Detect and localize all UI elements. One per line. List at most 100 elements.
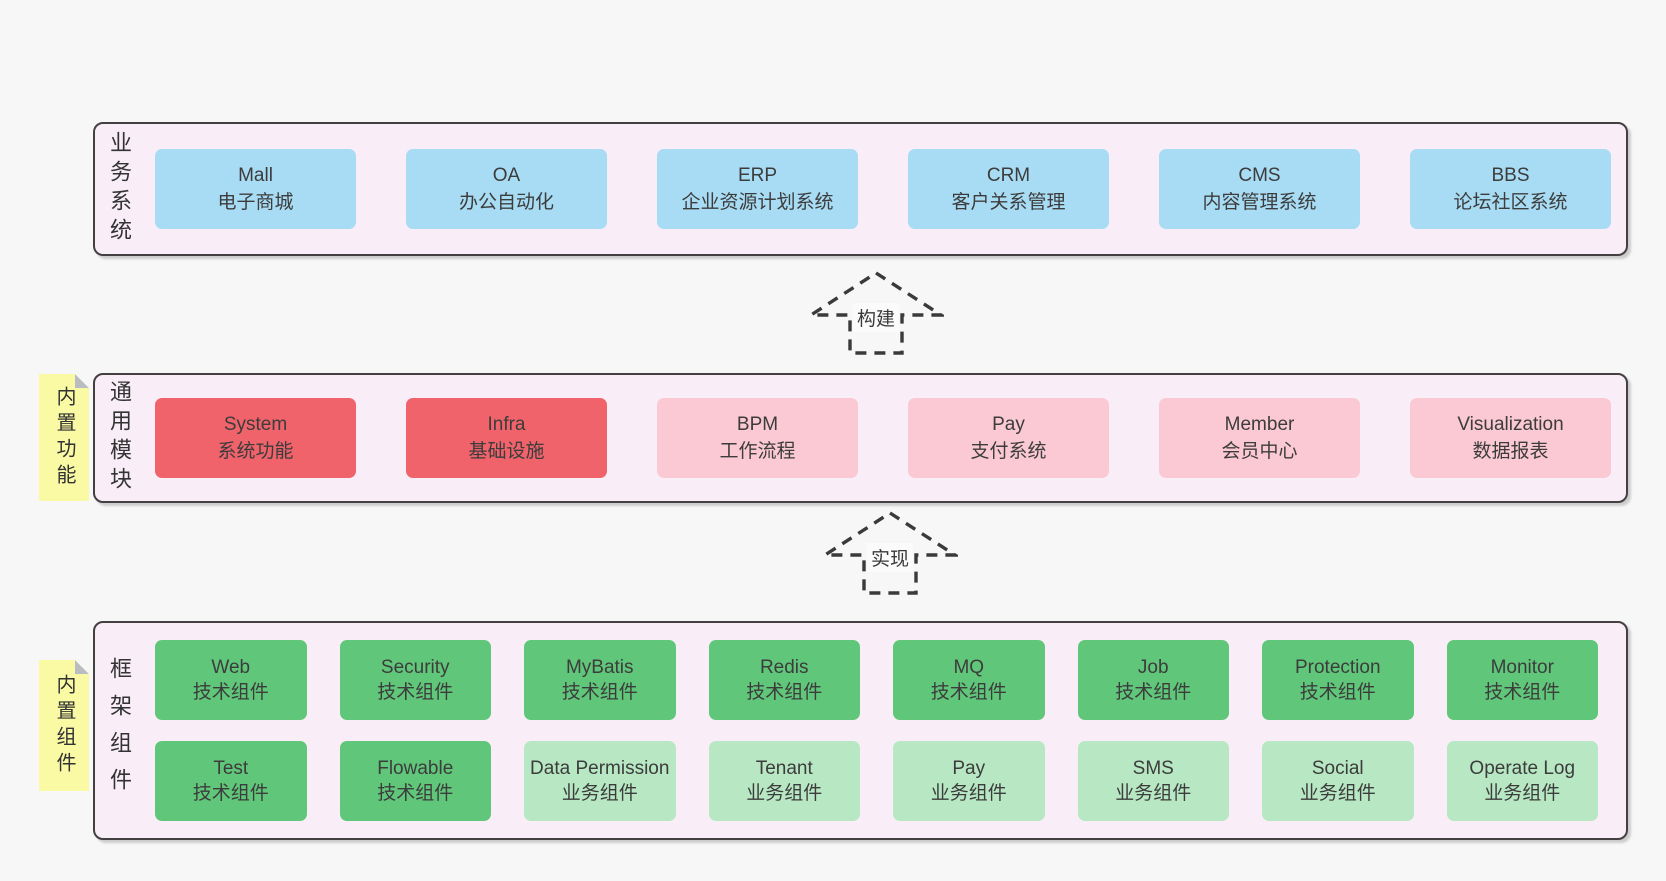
node-subtitle: 会员中心: [1221, 441, 1298, 462]
node-subtitle: 业务组件: [561, 783, 638, 804]
dashed-up-arrow-icon: [822, 510, 958, 595]
node-subtitle: 技术组件: [1115, 682, 1192, 703]
panel-components-label: 框架组件: [107, 656, 132, 805]
node-title: Mall: [238, 165, 273, 186]
node-sms: SMS 业务组件: [1077, 741, 1229, 821]
node-title: MyBatis: [565, 657, 634, 678]
node-subtitle: 办公自动化: [458, 192, 554, 213]
node-security: Security 技术组件: [339, 640, 491, 720]
node-title: Social: [1311, 758, 1364, 779]
node-pay: Pay 支付系统: [908, 398, 1109, 478]
folded-corner-icon: [75, 374, 89, 388]
node-visualization: Visualization 数据报表: [1410, 398, 1611, 478]
node-cms: CMS 内容管理系统: [1159, 149, 1360, 229]
node-title: System: [223, 414, 288, 435]
node-title: CRM: [986, 165, 1031, 186]
node-title: Pay: [952, 758, 986, 779]
node-subtitle: 技术组件: [930, 682, 1007, 703]
arrow-build-label: 构建: [852, 303, 900, 332]
panel-business-systems: 业务系统 Mall 电子商城 OA 办公自动化 ERP 企业资源计划系统 CRM…: [93, 122, 1628, 256]
node-crm: CRM 客户关系管理: [908, 149, 1109, 229]
node-subtitle: 基础设施: [468, 441, 545, 462]
node-operate-log: Operate Log 业务组件: [1446, 741, 1598, 821]
node-subtitle: 支付系统: [970, 441, 1047, 462]
node-oa: OA 办公自动化: [406, 149, 607, 229]
node-subtitle: 内容管理系统: [1202, 192, 1317, 213]
node-pay-biz: Pay 业务组件: [893, 741, 1045, 821]
components-grid: Web 技术组件 Security 技术组件 MyBatis 技术组件 Redi…: [155, 640, 1598, 821]
node-title: Test: [213, 758, 249, 779]
node-title: Protection: [1294, 657, 1381, 678]
node-subtitle: 业务组件: [746, 783, 823, 804]
arrow-implement-label: 实现: [866, 543, 914, 572]
panel-business-label: 业务系统: [107, 131, 132, 247]
node-mybatis: MyBatis 技术组件: [524, 640, 676, 720]
arrow-implement: 实现: [822, 510, 958, 596]
node-social: Social 业务组件: [1262, 741, 1414, 821]
node-title: Pay: [992, 414, 1025, 435]
node-subtitle: 技术组件: [1484, 682, 1561, 703]
node-title: Visualization: [1457, 414, 1564, 435]
node-system: System 系统功能: [155, 398, 356, 478]
node-bpm: BPM 工作流程: [657, 398, 858, 478]
node-title: Monitor: [1490, 657, 1554, 678]
node-title: Tenant: [755, 758, 813, 779]
node-subtitle: 工作流程: [719, 441, 796, 462]
node-title: Job: [1137, 657, 1169, 678]
node-subtitle: 技术组件: [377, 783, 454, 804]
sticky-note-text: 内置功能: [53, 385, 75, 490]
node-subtitle: 业务组件: [930, 783, 1007, 804]
sticky-note-built-in-functions: 内置功能: [39, 374, 89, 501]
components-row-2: Test 技术组件 Flowable 技术组件 Data Permission …: [155, 741, 1598, 821]
node-title: Member: [1224, 414, 1295, 435]
node-tenant: Tenant 业务组件: [708, 741, 860, 821]
business-box-row: Mall 电子商城 OA 办公自动化 ERP 企业资源计划系统 CRM 客户关系…: [155, 149, 1611, 229]
node-subtitle: 技术组件: [377, 682, 454, 703]
node-subtitle: 技术组件: [192, 682, 269, 703]
node-title: Operate Log: [1469, 758, 1576, 779]
node-title: BBS: [1491, 165, 1530, 186]
sticky-note-built-in-components: 内置组件: [39, 660, 89, 791]
panel-framework-components: 框架组件 Web 技术组件 Security 技术组件 MyBatis 技术组件…: [93, 621, 1628, 840]
node-data-permission: Data Permission 业务组件: [524, 741, 676, 821]
node-flowable: Flowable 技术组件: [339, 741, 491, 821]
node-title: Redis: [759, 657, 809, 678]
node-title: MQ: [953, 657, 985, 678]
node-subtitle: 企业资源计划系统: [681, 192, 834, 213]
node-title: Infra: [487, 414, 526, 435]
panel-common-modules: 通用模块 System 系统功能 Infra 基础设施 BPM 工作流程 Pay…: [93, 373, 1628, 503]
sticky-note-text: 内置组件: [53, 673, 75, 778]
node-job: Job 技术组件: [1077, 640, 1229, 720]
node-subtitle: 业务组件: [1484, 783, 1561, 804]
modules-box-row: System 系统功能 Infra 基础设施 BPM 工作流程 Pay 支付系统…: [155, 398, 1611, 478]
dashed-up-arrow-icon: [808, 270, 944, 355]
node-title: SMS: [1132, 758, 1174, 779]
node-title: Web: [211, 657, 251, 678]
node-title: ERP: [737, 165, 778, 186]
node-subtitle: 电子商城: [217, 192, 294, 213]
node-subtitle: 技术组件: [192, 783, 269, 804]
node-bbs: BBS 论坛社区系统: [1410, 149, 1611, 229]
node-mall: Mall 电子商城: [155, 149, 356, 229]
node-mq: MQ 技术组件: [893, 640, 1045, 720]
node-monitor: Monitor 技术组件: [1446, 640, 1598, 720]
node-subtitle: 技术组件: [746, 682, 823, 703]
node-title: OA: [492, 165, 521, 186]
node-subtitle: 技术组件: [1299, 682, 1376, 703]
node-title: Security: [380, 657, 450, 678]
node-member: Member 会员中心: [1159, 398, 1360, 478]
node-redis: Redis 技术组件: [708, 640, 860, 720]
node-title: BPM: [736, 414, 779, 435]
node-subtitle: 业务组件: [1115, 783, 1192, 804]
node-subtitle: 业务组件: [1299, 783, 1376, 804]
node-test: Test 技术组件: [155, 741, 307, 821]
components-row-1: Web 技术组件 Security 技术组件 MyBatis 技术组件 Redi…: [155, 640, 1598, 720]
folded-corner-icon: [75, 660, 89, 674]
node-title: Data Permission: [530, 758, 670, 779]
node-subtitle: 数据报表: [1472, 441, 1549, 462]
node-subtitle: 技术组件: [561, 682, 638, 703]
node-protection: Protection 技术组件: [1262, 640, 1414, 720]
node-title: Flowable: [377, 758, 454, 779]
node-erp: ERP 企业资源计划系统: [657, 149, 858, 229]
